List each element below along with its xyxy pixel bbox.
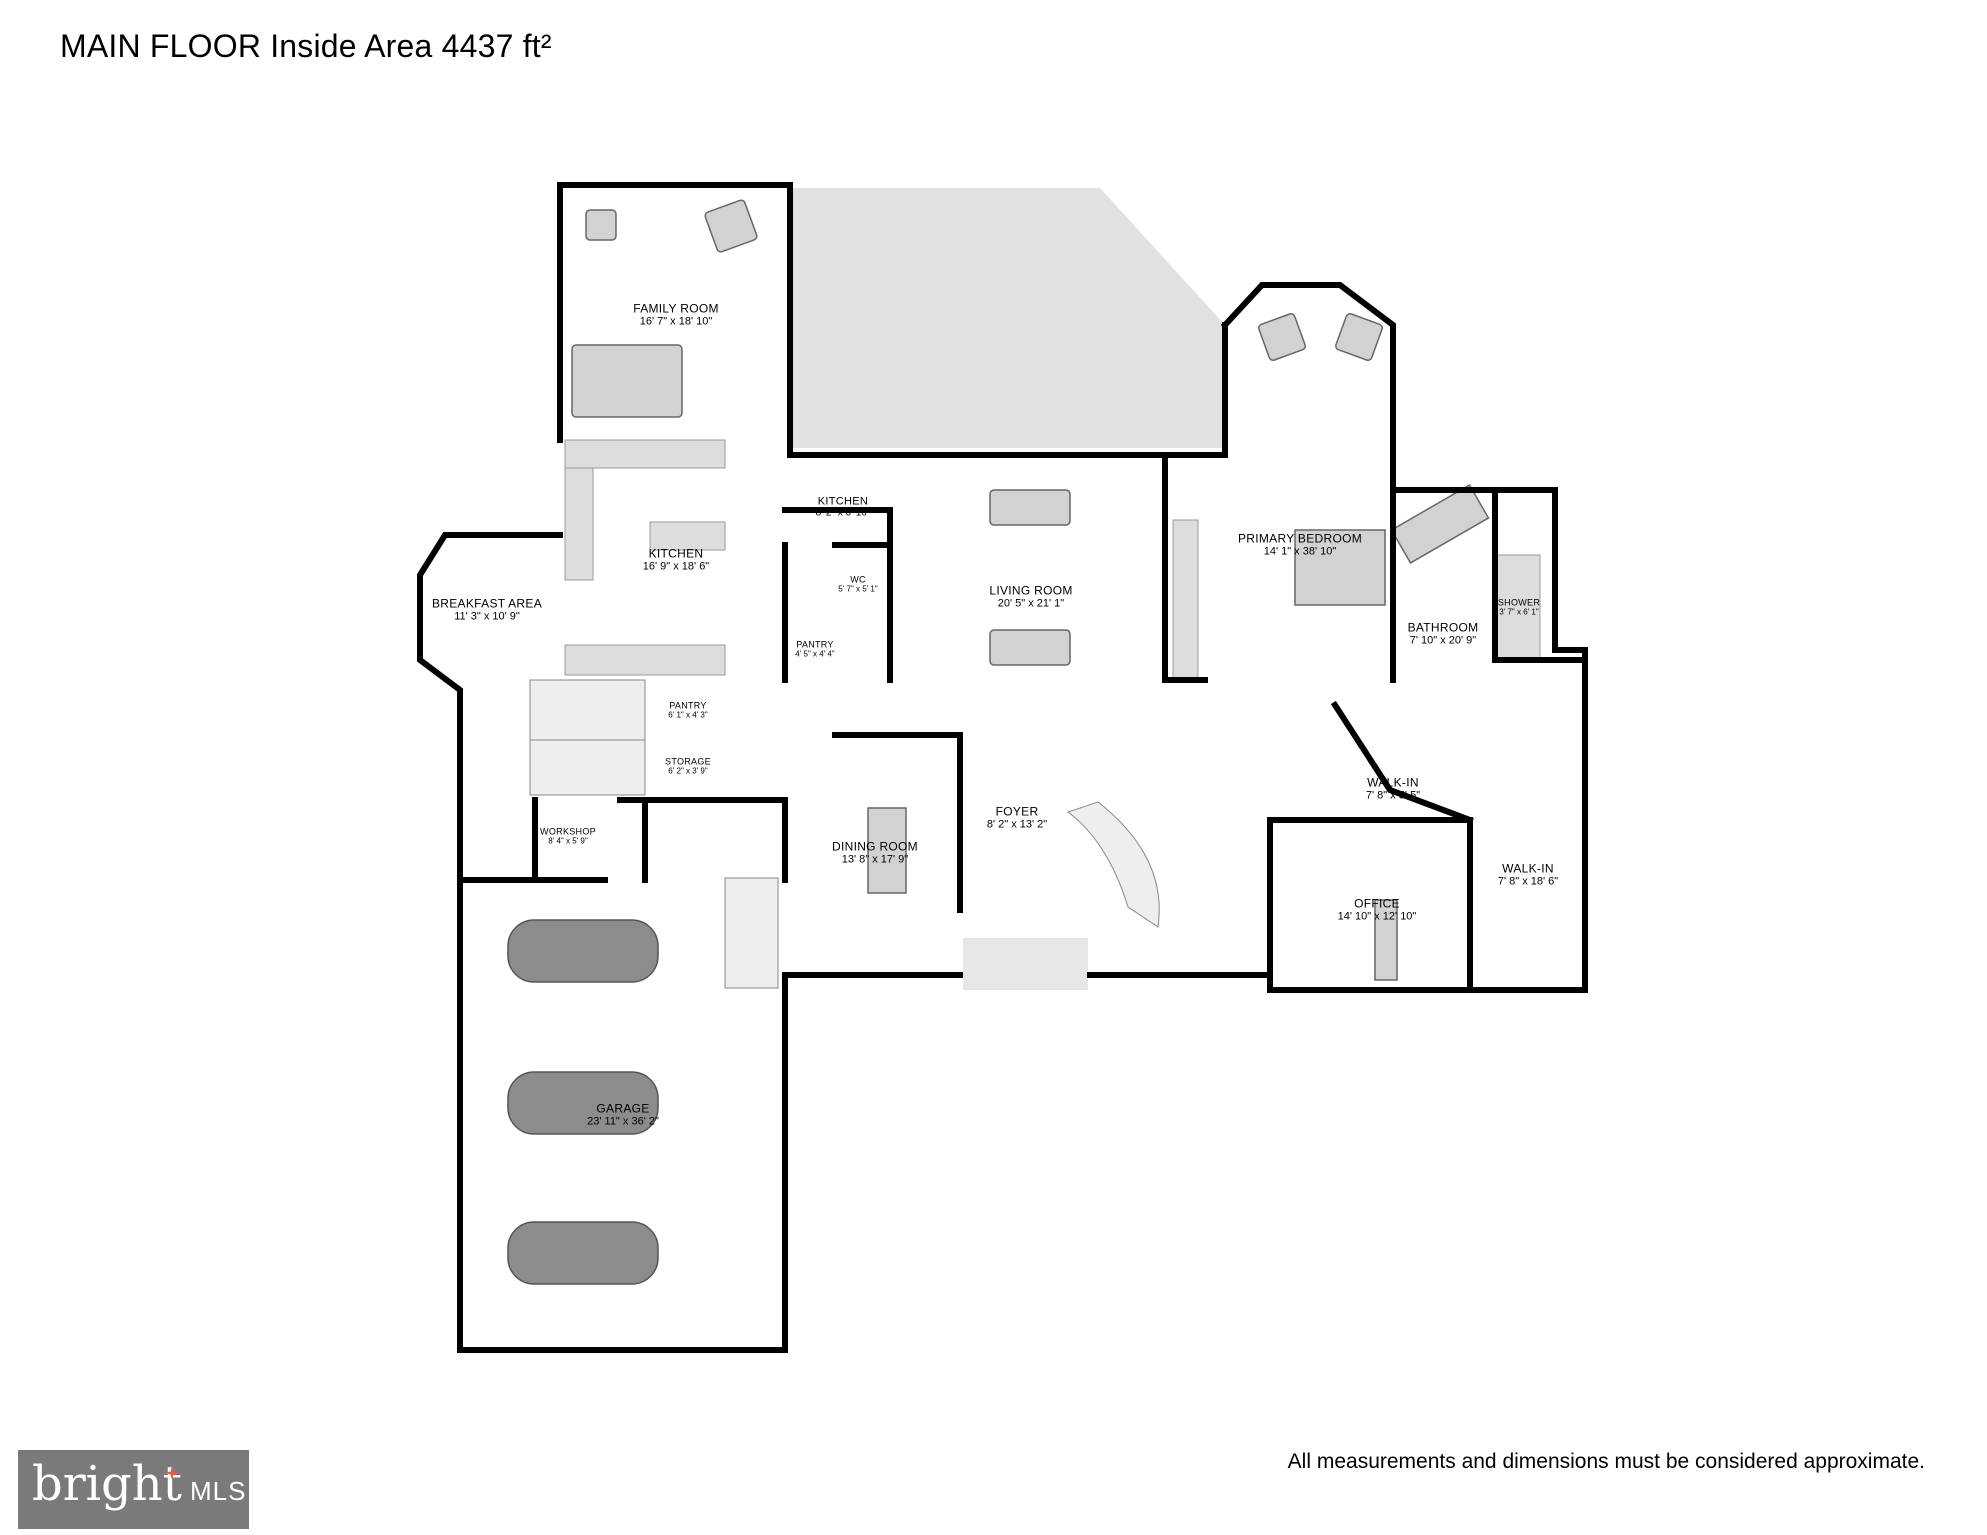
furniture [571, 199, 1490, 981]
logo-suffix: MLS [190, 1476, 247, 1506]
deck-area [790, 188, 1225, 448]
stairs [529, 679, 1160, 989]
bright-mls-logo: bright MLS [18, 1450, 249, 1529]
kitchen-counters [564, 439, 1541, 681]
disclaimer-text: All measurements and dimensions must be … [1287, 1450, 1925, 1473]
page-title: MAIN FLOOR Inside Area 4437 ft² [60, 28, 552, 64]
porch-area [963, 938, 1088, 990]
walls [417, 182, 1588, 1353]
logo-word: bright [32, 1456, 182, 1512]
logo-spark-icon [165, 1466, 179, 1480]
cars [507, 919, 659, 1285]
